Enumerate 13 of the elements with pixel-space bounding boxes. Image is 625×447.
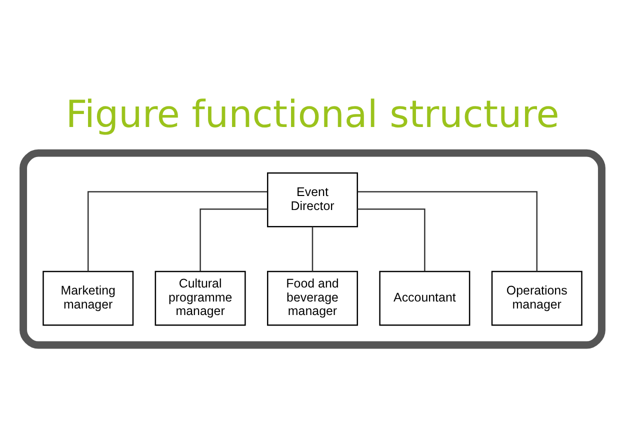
node-box: Cultural programme manager: [154, 270, 246, 326]
connector: [88, 191, 268, 272]
cluster: [20, 149, 606, 349]
connector: [358, 191, 538, 272]
node-box: Operations manager: [491, 270, 582, 326]
node-box: Event Director: [267, 172, 358, 228]
connector: [358, 208, 426, 272]
connector: [312, 226, 314, 272]
connector: [200, 208, 268, 272]
node-box: Marketing manager: [42, 270, 134, 326]
diagram-title: Figure functional structure: [66, 92, 560, 136]
node-box: Accountant: [379, 270, 470, 326]
node-box: Food and beverage manager: [267, 270, 358, 326]
